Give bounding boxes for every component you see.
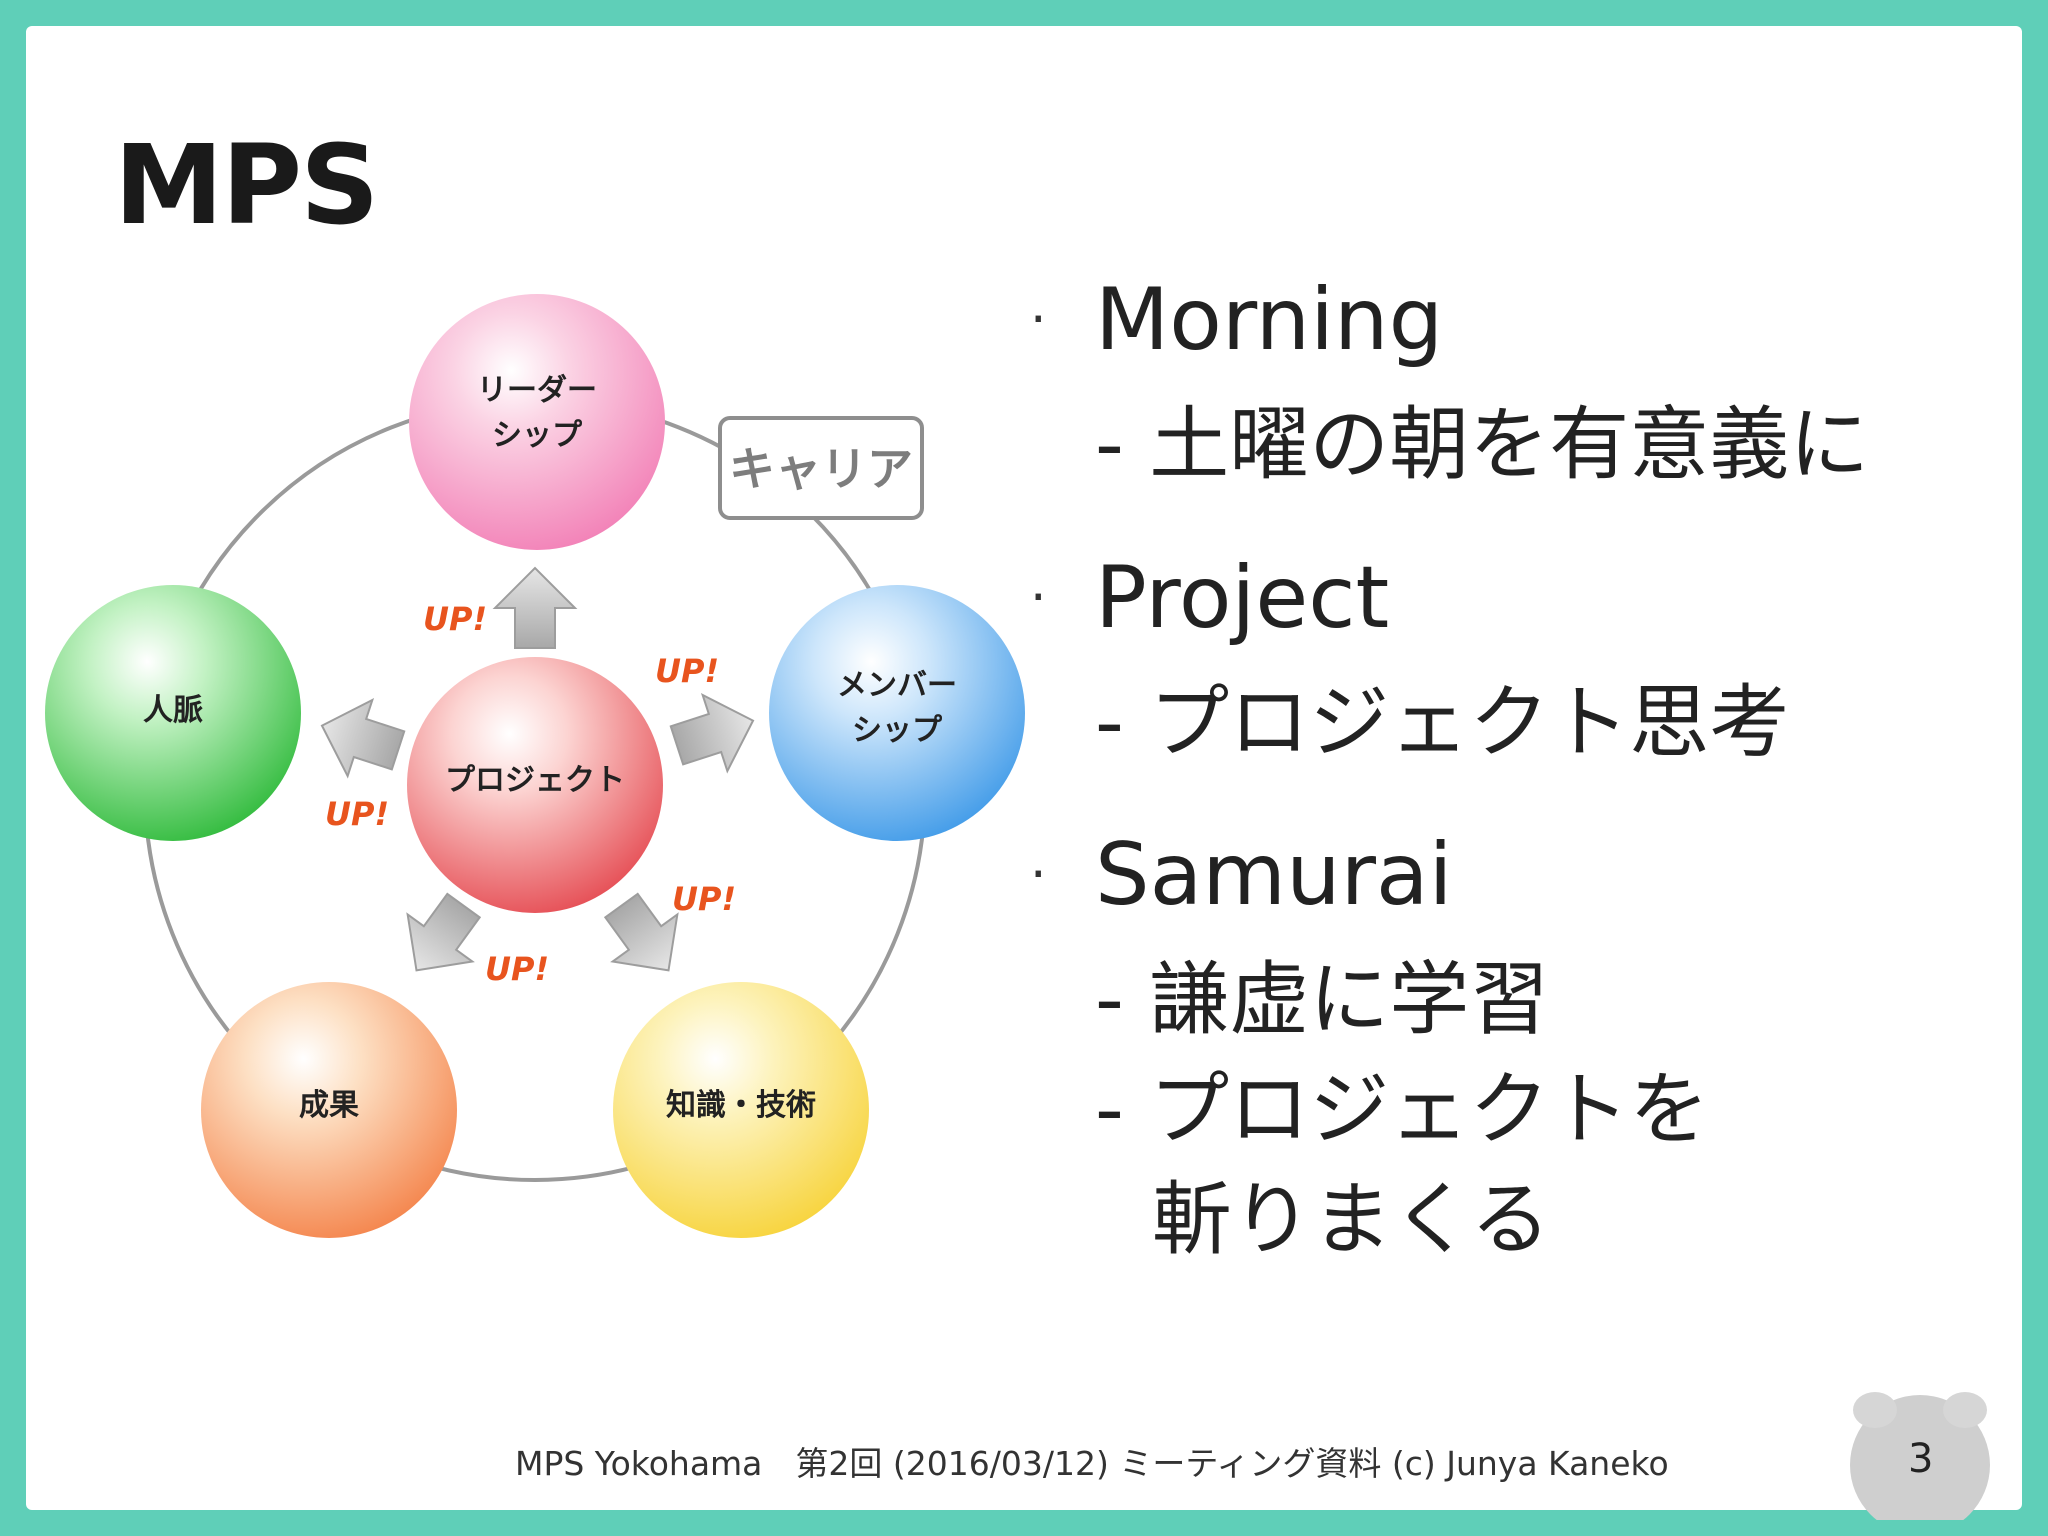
slide-title: MPS	[114, 121, 379, 249]
up-label: UP!	[423, 600, 487, 638]
bullet-sub: - プロジェクト思考	[1095, 676, 1790, 769]
node-label-line: 成果	[299, 1088, 359, 1123]
node-network: 人脈	[45, 585, 301, 841]
arrows	[320, 566, 755, 972]
up-arrow-icon	[492, 566, 578, 649]
node-label-line: 知識・技術	[666, 1088, 816, 1123]
node-label-line: メンバー	[837, 668, 957, 703]
bullet-sub: - 土曜の朝を有意義に	[1095, 398, 1870, 491]
bullet-mark: ·	[1030, 845, 1047, 905]
bullet-mark: ·	[1030, 568, 1047, 628]
bullet-head-morning: Morning	[1095, 270, 1444, 370]
up-label: UP!	[672, 880, 736, 918]
bullet-head-samurai: Samurai	[1095, 825, 1453, 925]
up-arrow-icon	[603, 892, 679, 972]
mascot-icon	[1850, 1392, 1990, 1520]
page-number: 3	[1908, 1436, 1934, 1482]
node-knowledge: 知識・技術	[613, 982, 869, 1238]
up-arrow-icon	[669, 692, 755, 774]
bullet-mark: ·	[1030, 290, 1047, 350]
up-label: UP!	[655, 652, 719, 690]
slide-footer: MPS Yokohama 第2回 (2016/03/12) ミーティング資料 (…	[515, 1444, 1669, 1483]
node-leadership: リーダー シップ	[409, 294, 665, 550]
up-arrow-icon	[406, 892, 482, 972]
slide: MPS	[26, 26, 2022, 1510]
bullet-sub: 斬りまくる	[1152, 1173, 1551, 1266]
bullet-sub: - 謙虚に学習	[1095, 953, 1550, 1046]
career-box: キャリア	[718, 416, 924, 520]
node-results: 成果	[201, 982, 457, 1238]
bullet-head-project: Project	[1095, 548, 1390, 648]
node-membership: メンバー シップ	[769, 585, 1025, 841]
node-label-line: 人脈	[143, 693, 203, 728]
node-label-line: シップ	[492, 418, 583, 453]
node-label-line: リーダー	[477, 373, 597, 408]
up-label: UP!	[485, 950, 549, 988]
center-label: プロジェクト	[445, 763, 625, 798]
career-label: キャリア	[729, 442, 913, 496]
node-center: プロジェクト	[407, 657, 663, 913]
up-arrow-icon	[320, 697, 406, 779]
node-label-line: シップ	[852, 713, 943, 748]
bullet-sub: - プロジェクトを	[1095, 1063, 1710, 1156]
up-labels: UP! UP! UP! UP! UP!	[325, 600, 736, 988]
up-label: UP!	[325, 795, 389, 833]
